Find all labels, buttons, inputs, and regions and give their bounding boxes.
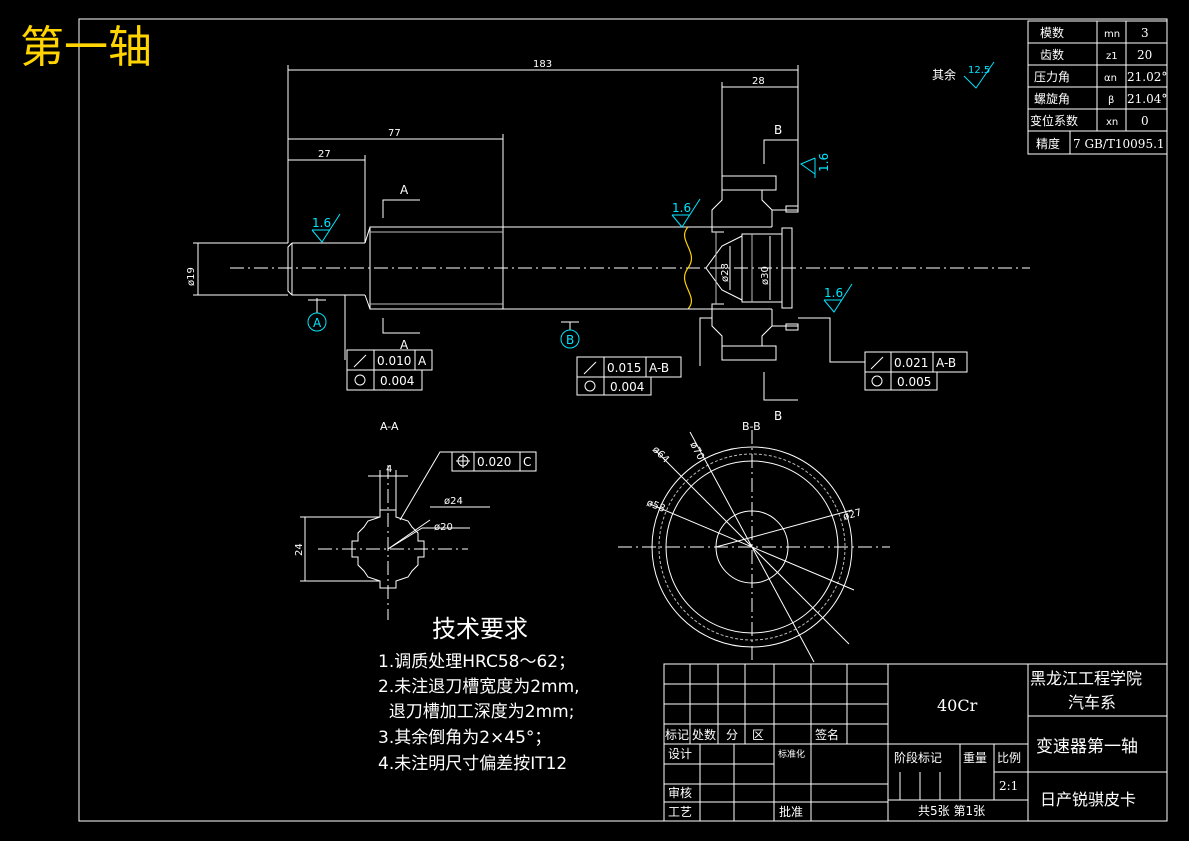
fcf-tol: 0.010 <box>377 354 411 368</box>
fcf-ref: C <box>523 455 531 469</box>
tb-rev-header: 分 <box>726 728 738 742</box>
param-value: 21.02° <box>1127 70 1167 84</box>
param-value: 7 GB/T10095.1 <box>1073 137 1165 151</box>
drawing-title: 第一轴 <box>20 22 152 73</box>
datum-markers: A B <box>307 298 580 349</box>
dim-27: 27 <box>318 149 331 160</box>
param-name: 模数 <box>1040 25 1064 40</box>
fcf-ref: A-B <box>936 356 956 370</box>
param-value: 21.04° <box>1127 92 1167 106</box>
section-mark-b: B <box>774 409 782 423</box>
tb-dept: 汽车系 <box>1068 693 1116 712</box>
param-name: 变位系数 <box>1030 113 1078 128</box>
tb-part-name: 变速器第一轴 <box>1036 737 1138 757</box>
tb-material: 40Cr <box>937 696 978 715</box>
fcf-tol: 0.015 <box>607 361 641 375</box>
param-value: 20 <box>1137 48 1152 62</box>
param-name: 精度 <box>1036 136 1060 151</box>
tb-review: 审核 <box>668 785 692 800</box>
dim-dia19: ø19 <box>186 267 197 286</box>
tb-scale: 2:1 <box>999 779 1018 793</box>
tech-item: 2.未注退刀槽宽度为2mm, <box>378 677 580 697</box>
dim-dia70: ø70 <box>687 440 706 462</box>
tech-item: 退刀槽加工深度为2mm; <box>378 702 574 722</box>
datum-label: A <box>313 316 322 330</box>
tb-sheets: 共5张 第1张 <box>918 804 985 818</box>
param-symbol: xn <box>1106 117 1118 128</box>
roughness-value: 1.6 <box>312 216 331 230</box>
drawing-border <box>78 18 1168 822</box>
fcf-group: 0.010 A 0.004 0.015 A-B 0.004 0.021 A-B … <box>344 295 968 521</box>
gear-parameter-table: 模数 齿数 压力角 螺旋角 变位系数 精度 mn z1 αn β xn 3 20… <box>1027 20 1168 155</box>
dim-4: 4 <box>386 464 392 475</box>
fcf-tol: 0.020 <box>477 455 511 469</box>
fcf-tol: 0.004 <box>380 374 414 388</box>
tb-rev-header: 标记 <box>665 728 689 742</box>
tb-school: 黑龙江工程学院 <box>1030 669 1142 688</box>
roughness-value: 1.6 <box>672 201 691 215</box>
section-mark-b: B <box>774 123 782 137</box>
roughness-other-label: 其余 <box>932 67 956 82</box>
dim-dia27: ø27 <box>842 507 863 523</box>
tb-rev-header: 区 <box>752 728 764 742</box>
dim-dia30: ø30 <box>760 266 771 285</box>
tb-process: 工艺 <box>668 805 692 819</box>
dim-28: 28 <box>752 76 765 87</box>
section-mark-a: A <box>400 183 409 197</box>
dim-77: 77 <box>388 128 401 139</box>
section-label-aa: A-A <box>380 420 399 433</box>
fcf-tol: 0.021 <box>894 356 928 370</box>
tb-approve: 批准 <box>779 804 803 819</box>
section-label-bb: B-B <box>742 420 761 433</box>
tb-designer: 设计 <box>668 747 692 761</box>
fcf-ref: A <box>418 354 427 368</box>
roughness-value: 1.6 <box>817 153 831 172</box>
param-name: 压力角 <box>1034 70 1070 84</box>
section-marks: A A B B <box>382 123 798 423</box>
param-value: 0 <box>1141 114 1149 128</box>
dim-dia28: ø28 <box>720 263 731 282</box>
tb-rev-header: 处数 <box>692 727 716 742</box>
param-symbol: z1 <box>1106 51 1118 62</box>
param-value: 3 <box>1141 26 1149 40</box>
roughness-symbol-icon <box>963 61 995 89</box>
dim-dia20: ø20 <box>434 522 453 533</box>
tb-company: 日产锐骐皮卡 <box>1040 790 1136 809</box>
shaft-main-view <box>230 175 1030 361</box>
tb-scale-label: 比例 <box>997 751 1021 765</box>
fcf-tol: 0.005 <box>897 375 931 389</box>
roughness-marks: 1.6 1.6 1.6 1.6 <box>311 153 853 313</box>
section-view-aa <box>300 465 490 620</box>
param-name: 螺旋角 <box>1034 92 1070 106</box>
tech-item: 4.未注明尺寸偏差按IT12 <box>378 754 567 774</box>
param-symbol: αn <box>1104 73 1117 84</box>
fcf-tol: 0.004 <box>610 380 644 394</box>
roughness-other-value: 12.5 <box>968 65 990 76</box>
param-symbol: mn <box>1104 29 1120 40</box>
dim-dia24: ø24 <box>444 496 463 507</box>
tech-heading: 技术要求 <box>432 615 528 643</box>
param-name: 齿数 <box>1040 47 1064 62</box>
tb-weight: 重量 <box>963 751 987 765</box>
dimensions-main <box>193 65 799 300</box>
tb-rev-header: 签名 <box>815 727 839 742</box>
fcf-ref: A-B <box>649 361 669 375</box>
tech-item: 3.其余倒角为2×45°； <box>378 728 551 748</box>
tb-standardize: 标准化 <box>778 748 805 760</box>
param-symbol: β <box>1108 95 1114 106</box>
tech-item: 1.调质处理HRC58～62； <box>378 652 575 672</box>
tb-stage-mark: 阶段标记 <box>894 750 942 765</box>
dim-183: 183 <box>533 59 552 70</box>
title-block <box>663 663 1168 822</box>
tech-requirements: 技术要求 1.调质处理HRC58～62； 2.未注退刀槽宽度为2mm, 退刀槽加… <box>378 615 580 774</box>
dim-24: 24 <box>294 543 305 556</box>
roughness-value: 1.6 <box>824 286 843 300</box>
datum-label: B <box>566 333 574 347</box>
section-mark-a: A <box>400 338 409 352</box>
section-view-bb <box>618 430 890 663</box>
